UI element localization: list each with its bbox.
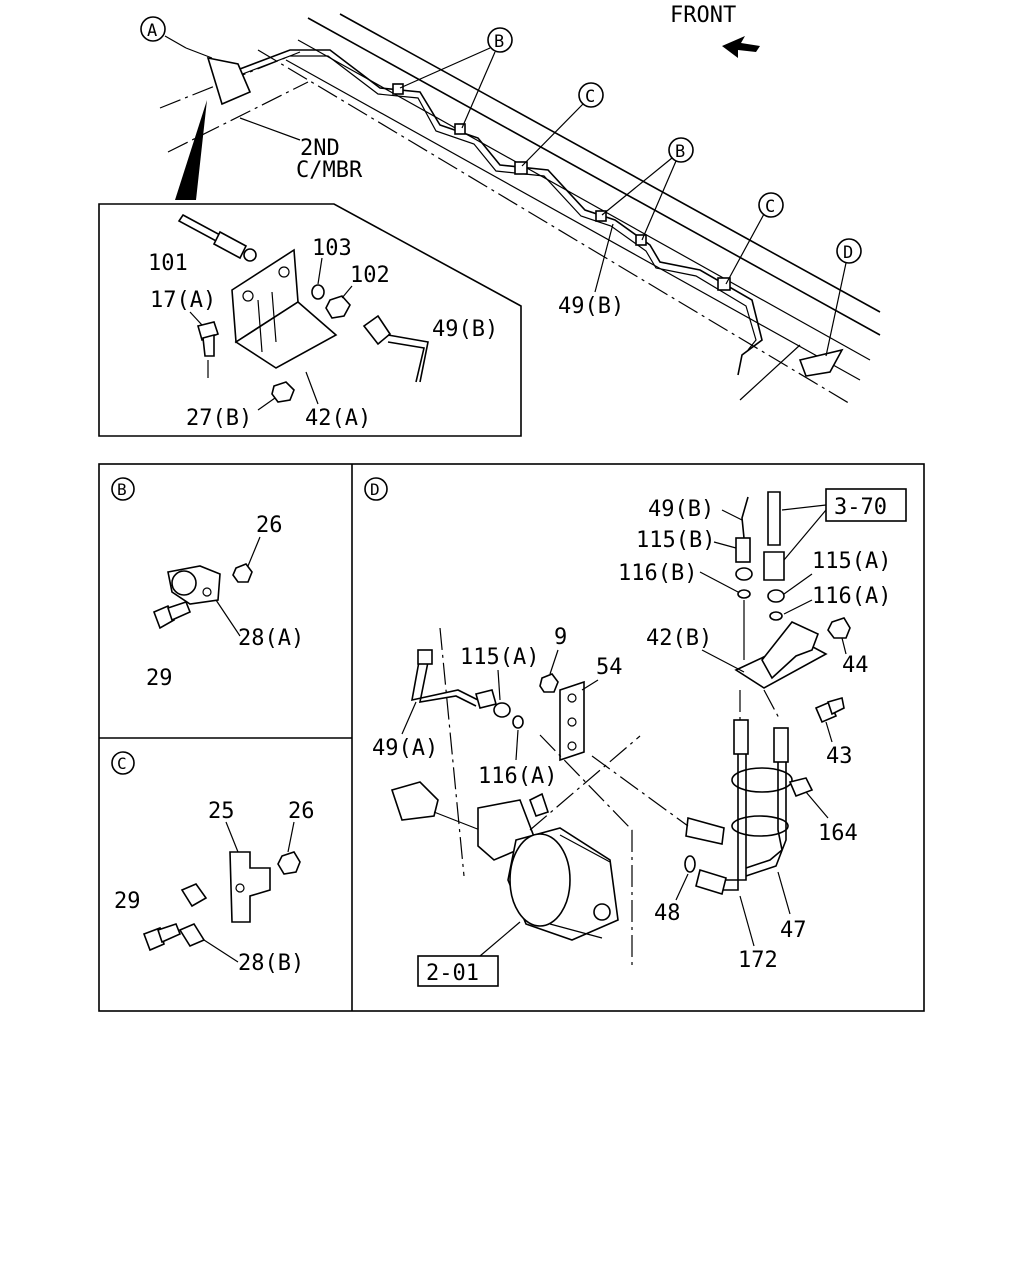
panel-b-label-28a: 28(A) bbox=[238, 626, 304, 651]
brake-booster-assembly bbox=[390, 781, 619, 941]
panel-d-label-115b: 115(B) bbox=[636, 528, 715, 553]
overview-part-49b: 49(B) bbox=[558, 294, 624, 319]
part-48-washer bbox=[684, 855, 696, 873]
part-44-nut bbox=[827, 617, 851, 639]
part-54-plate bbox=[559, 680, 585, 762]
callout-b-right: B bbox=[601, 137, 694, 241]
part-49b-pipe-end bbox=[362, 314, 429, 383]
part-115a-nut-top bbox=[767, 589, 785, 603]
callout-a-letter: A bbox=[147, 21, 157, 41]
overview-label-49b: 49(B) bbox=[558, 223, 624, 319]
crossmember-label: 2ND C/MBR bbox=[296, 136, 363, 183]
detail-a-panel: 101 103 102 17(A) 49(B) 27(B) 42(A) bbox=[98, 203, 522, 437]
part-26-nut-c bbox=[277, 851, 301, 875]
part-115b-fitting bbox=[735, 537, 751, 563]
panel-d-label-49a: 49(A) bbox=[372, 736, 438, 761]
detail-a-label-42a: 42(A) bbox=[305, 406, 371, 431]
overview-brake-pipe bbox=[175, 47, 844, 401]
part-28a-clip bbox=[167, 565, 221, 605]
part-49a-pipe bbox=[410, 649, 497, 709]
panel-d-label-9: 9 bbox=[554, 625, 567, 650]
ref-box-2-01[interactable]: 2-01 bbox=[417, 955, 499, 987]
callout-c-right: C bbox=[725, 192, 784, 285]
front-label: FRONT bbox=[670, 3, 736, 28]
panel-d-label-44: 44 bbox=[842, 653, 869, 678]
front-indicator: FRONT bbox=[670, 3, 760, 58]
part-116b-washer bbox=[737, 589, 751, 599]
part-26-nut-b bbox=[232, 563, 253, 583]
booster-outlet-fittings bbox=[685, 816, 727, 896]
panel-d-label-164: 164 bbox=[818, 821, 858, 846]
crossmember-label-line2: C/MBR bbox=[296, 158, 363, 183]
part-9-nut bbox=[539, 673, 559, 693]
hose-3-70 bbox=[767, 491, 781, 546]
ref-box-3-70[interactable]: 3-70 bbox=[825, 488, 907, 522]
callout-c-right-letter: C bbox=[765, 197, 775, 217]
panel-b-label-29: 29 bbox=[146, 666, 173, 691]
callout-c-left-letter: C bbox=[585, 87, 595, 107]
callout-b-top: B bbox=[399, 27, 513, 129]
panel-d: D bbox=[364, 477, 907, 987]
front-arrow-icon bbox=[722, 36, 760, 58]
lower-panels-frame bbox=[98, 463, 925, 1012]
part-116b-seal-nut bbox=[735, 567, 753, 581]
part-25-bracket bbox=[229, 851, 271, 923]
callout-c-left: C bbox=[521, 82, 604, 167]
panel-d-label-115a-top: 115(A) bbox=[812, 549, 891, 574]
part-115a-nut bbox=[493, 702, 511, 718]
detail-a-label-49b: 49(B) bbox=[432, 317, 498, 342]
panel-d-tag: D bbox=[370, 480, 380, 499]
panel-d-label-49b: 49(B) bbox=[648, 497, 714, 522]
part-29-bolt-c bbox=[142, 923, 182, 952]
callout-b-right-letter: B bbox=[675, 142, 685, 162]
ref-2-01-label: 2-01 bbox=[426, 961, 479, 986]
panel-d-label-47: 47 bbox=[780, 918, 807, 943]
panel-b-label-26: 26 bbox=[256, 513, 283, 538]
part-42a-bracket bbox=[231, 248, 338, 369]
panel-d-label-43: 43 bbox=[826, 744, 853, 769]
part-47-172-pipes bbox=[720, 719, 814, 891]
panel-d-label-116b: 116(B) bbox=[618, 561, 697, 586]
detail-a-label-103: 103 bbox=[312, 236, 352, 261]
crossmember-label-line1: 2ND bbox=[300, 136, 340, 161]
panel-d-label-115a: 115(A) bbox=[460, 645, 539, 670]
panel-b-tag: B bbox=[117, 480, 127, 499]
part-17a-bolt bbox=[197, 321, 220, 378]
panel-d-label-48: 48 bbox=[654, 901, 681, 926]
panel-c-label-28b: 28(B) bbox=[238, 951, 304, 976]
part-101-fitting bbox=[177, 213, 257, 262]
part-29-bolt-b bbox=[152, 601, 192, 630]
detail-pointer-wedge bbox=[175, 100, 207, 200]
part-42b-bracket bbox=[734, 621, 828, 689]
detail-a-label-27b: 27(B) bbox=[186, 406, 252, 431]
panel-d-label-42b: 42(B) bbox=[646, 626, 712, 651]
panel-d-label-116a: 116(A) bbox=[478, 764, 557, 789]
panel-c-label-29: 29 bbox=[114, 889, 141, 914]
panel-d-label-116a-top: 116(A) bbox=[812, 584, 891, 609]
part-28b-clip bbox=[178, 883, 208, 948]
panel-d-label-54: 54 bbox=[596, 655, 623, 680]
callout-a: A bbox=[140, 16, 187, 49]
callout-d-letter: D bbox=[843, 243, 853, 263]
panel-b: B 26 28(A) 29 bbox=[111, 477, 304, 691]
part-49b-pipe-d bbox=[741, 496, 749, 539]
panel-c-label-25: 25 bbox=[208, 799, 235, 824]
callout-b-top-letter: B bbox=[494, 32, 504, 52]
part-102-nut bbox=[325, 295, 351, 319]
detail-a-label-101: 101 bbox=[148, 251, 188, 276]
detail-a-label-102: 102 bbox=[350, 263, 390, 288]
part-103-washer bbox=[311, 284, 325, 300]
part-43-bolt bbox=[814, 696, 845, 724]
part-27b-nut bbox=[271, 381, 295, 403]
panel-c: C 25 26 29 28(B) bbox=[111, 751, 315, 976]
ref-3-70-label: 3-70 bbox=[834, 495, 887, 520]
panel-c-label-26: 26 bbox=[288, 799, 315, 824]
panel-c-tag: C bbox=[117, 754, 127, 773]
part-116a-washer-top bbox=[769, 611, 783, 621]
callout-d: D bbox=[825, 238, 862, 357]
panel-d-label-172: 172 bbox=[738, 948, 778, 973]
part-116a-washer bbox=[512, 715, 524, 729]
detail-a-label-17a: 17(A) bbox=[150, 288, 216, 313]
